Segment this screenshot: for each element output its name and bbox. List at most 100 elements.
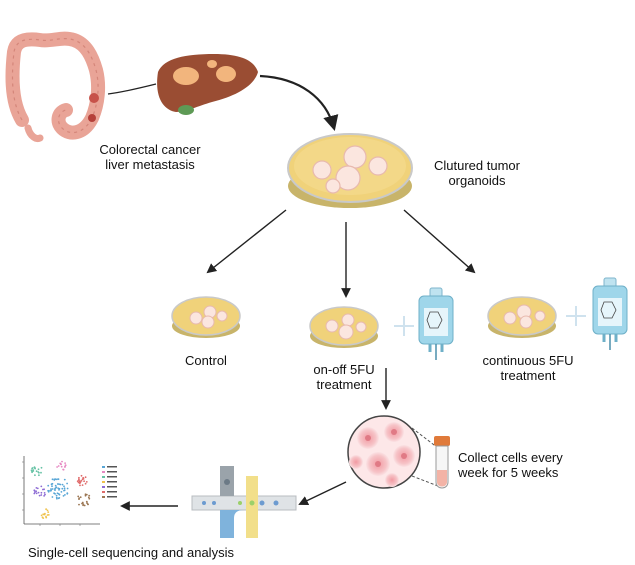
umap-point: [34, 491, 36, 493]
umap-point: [62, 495, 65, 497]
continuous-label-line2: treatment: [500, 368, 556, 383]
umap-point: [81, 484, 84, 486]
umap-point: [58, 483, 60, 485]
umap-point: [47, 484, 50, 487]
control-label: Control: [170, 353, 242, 368]
umap-point: [66, 482, 68, 485]
continuous-label-line1: continuous 5FU: [482, 353, 574, 368]
umap-point: [45, 508, 47, 511]
umap-point: [50, 488, 52, 490]
umap-point: [79, 481, 82, 484]
umap-point: [38, 494, 41, 497]
umap-point: [40, 485, 43, 488]
organoids-label-line2: organoids: [448, 173, 506, 188]
umap-point: [62, 468, 65, 471]
umap-point: [54, 489, 56, 491]
umap-point: [43, 492, 46, 494]
umap-point: [60, 491, 63, 493]
umap-point: [44, 493, 46, 496]
umap-point: [88, 497, 91, 500]
umap-point: [88, 494, 91, 497]
umap-point: [51, 485, 53, 488]
organoids-label-line1: Clutured tumor: [434, 158, 520, 173]
arrow-to-microfluidics: [298, 481, 347, 506]
arrow-colon-to-liver: [107, 83, 157, 95]
umap-point: [61, 460, 63, 463]
umap-point: [57, 493, 60, 495]
umap-point: [46, 509, 49, 512]
umap-point: [63, 485, 65, 488]
umap-point: [57, 465, 60, 467]
umap-point: [51, 478, 54, 481]
umap-point: [82, 504, 84, 507]
umap-point: [54, 493, 56, 495]
umap-cluster-plot-icon: [22, 456, 117, 526]
colon-illustration: [5, 31, 106, 142]
umap-point: [61, 483, 64, 486]
umap-point: [66, 487, 69, 490]
umap-point: [58, 497, 61, 499]
control-label-text: Control: [185, 353, 227, 368]
umap-point: [43, 495, 45, 497]
source-label-line2: liver metastasis: [105, 157, 195, 172]
umap-point: [40, 471, 42, 474]
umap-point: [55, 478, 58, 481]
umap-point: [60, 465, 63, 468]
umap-point: [50, 483, 53, 485]
umap-point: [40, 514, 43, 517]
umap-point: [85, 493, 88, 496]
umap-point: [33, 466, 36, 469]
umap-point: [63, 487, 66, 490]
umap-point: [84, 482, 87, 485]
umap-point: [38, 474, 40, 477]
continuous-label: continuous 5FU treatment: [472, 353, 584, 383]
umap-point: [63, 478, 66, 481]
umap-point: [35, 487, 38, 489]
onoff-label-line2: treatment: [316, 377, 372, 392]
umap-point: [35, 470, 38, 473]
umap-point: [31, 471, 33, 474]
source-label-line1: Colorectal cancer: [99, 142, 201, 157]
umap-point: [45, 516, 48, 519]
umap-point: [81, 502, 83, 505]
umap-point: [47, 511, 50, 513]
umap-point: [66, 492, 69, 495]
umap-point: [33, 492, 36, 495]
arrow-liver-to-organoids: [259, 74, 339, 131]
source-label: Colorectal cancer liver metastasis: [88, 142, 212, 172]
umap-point: [63, 489, 65, 492]
umap-point: [78, 498, 80, 500]
plus-icon-onoff: [394, 316, 414, 336]
collection-tube-icon: [434, 436, 450, 489]
cell-magnifier-icon: [347, 415, 439, 489]
umap-point: [34, 474, 36, 477]
umap-point: [64, 494, 66, 496]
collect-label: Collect cells every week for 5 weeks: [458, 450, 580, 480]
umap-point: [79, 496, 82, 499]
umap-point: [54, 484, 57, 487]
umap-point: [57, 487, 60, 490]
umap-point: [85, 500, 88, 503]
umap-point: [80, 479, 83, 482]
umap-point: [37, 468, 40, 471]
umap-point: [76, 480, 79, 483]
umap-point: [51, 488, 54, 490]
umap-point: [40, 466, 43, 469]
umap-point: [78, 476, 80, 479]
umap-point: [42, 513, 45, 516]
sequencing-label-text: Single-cell sequencing and analysis: [28, 545, 234, 560]
petri-dish-onoff-icon: [309, 306, 379, 348]
collect-label-line2: week for 5 weeks: [458, 465, 559, 480]
petri-dish-large-icon: [287, 133, 413, 208]
umap-point: [79, 484, 81, 487]
umap-point: [64, 462, 66, 464]
umap-point: [77, 495, 80, 498]
umap-point: [42, 517, 45, 519]
umap-point: [54, 487, 57, 489]
umap-point: [83, 480, 85, 483]
arrow-to-control: [206, 209, 287, 274]
petri-dish-control-icon: [171, 296, 241, 338]
umap-point: [37, 491, 40, 494]
umap-point: [55, 494, 58, 497]
